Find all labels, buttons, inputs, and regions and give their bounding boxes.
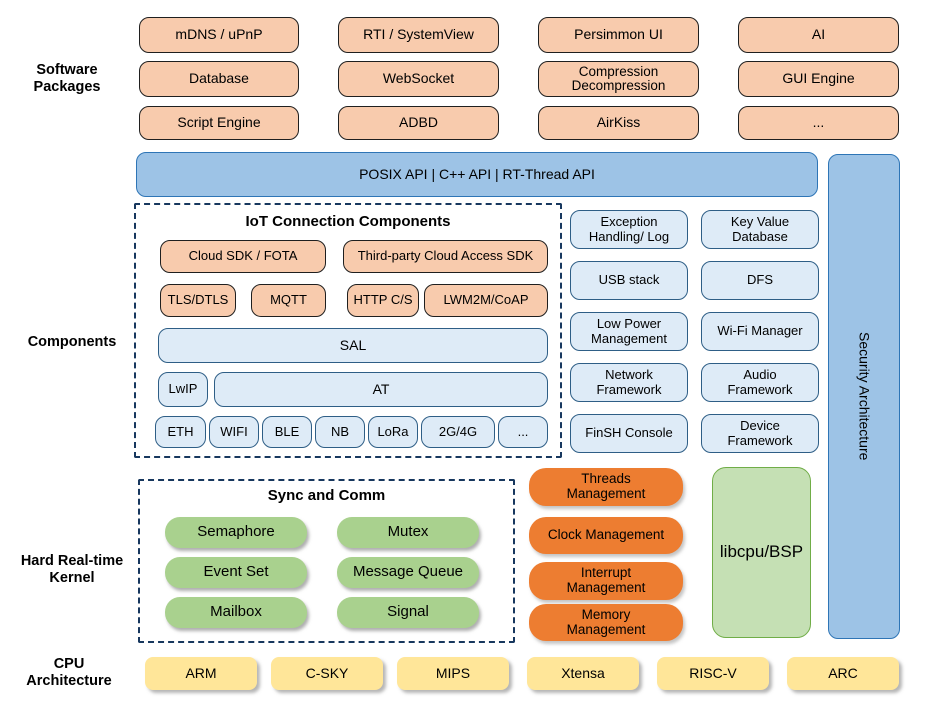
cpu-arc: ARC <box>787 657 899 690</box>
iot-tls-dtls: TLS/DTLS <box>160 284 236 317</box>
package-more: ... <box>738 106 899 140</box>
section-label-software-packages: Software Packages <box>33 62 101 96</box>
cpu-mips: MIPS <box>397 657 509 690</box>
component-wifi-manager: Wi-Fi Manager <box>701 312 819 351</box>
iot-connection-components-box <box>134 203 562 458</box>
package-mdns-upnp: mDNS / uPnP <box>139 17 299 53</box>
iot-lwm2m-coap: LWM2M/CoAP <box>424 284 548 317</box>
package-compression: Compression Decompression <box>538 61 699 97</box>
section-label-cpu-architecture: CPU Architecture <box>26 656 112 690</box>
sync-and-comm-title: Sync and Comm <box>267 487 386 504</box>
iot-link-more: ... <box>498 416 548 448</box>
package-rti-systemview: RTI / SystemView <box>338 17 499 53</box>
api-bar: POSIX API | C++ API | RT-Thread API <box>136 152 818 197</box>
component-network-framework: Network Framework <box>570 363 688 402</box>
component-device-framework: Device Framework <box>701 414 819 453</box>
component-low-power-management: Low Power Management <box>570 312 688 351</box>
package-gui-engine: GUI Engine <box>738 61 899 97</box>
iot-cloud-sdk-fota: Cloud SDK / FOTA <box>160 240 326 273</box>
package-adbd: ADBD <box>338 106 499 140</box>
sync-and-comm-box <box>138 479 515 643</box>
component-finsh-console: FinSH Console <box>570 414 688 453</box>
cpu-arm: ARM <box>145 657 257 690</box>
iot-link-ble: BLE <box>262 416 312 448</box>
security-architecture-bar: Security Architecture <box>828 154 900 639</box>
iot-lwip: LwIP <box>158 372 208 407</box>
cpu-c-sky: C-SKY <box>271 657 383 690</box>
iot-link-lora: LoRa <box>368 416 418 448</box>
kernel-memory-management: Memory Management <box>529 604 683 641</box>
iot-at-layer: AT <box>214 372 548 407</box>
iot-connection-components-title: IoT Connection Components <box>245 213 451 230</box>
package-ai: AI <box>738 17 899 53</box>
component-key-value-database: Key Value Database <box>701 210 819 249</box>
iot-link-2g4g: 2G/4G <box>421 416 495 448</box>
package-script-engine: Script Engine <box>139 106 299 140</box>
kernel-message-queue: Message Queue <box>337 557 479 588</box>
iot-sal-layer: SAL <box>158 328 548 363</box>
kernel-event-set: Event Set <box>165 557 307 588</box>
iot-link-wifi: WIFI <box>209 416 259 448</box>
component-audio-framework: Audio Framework <box>701 363 819 402</box>
package-websocket: WebSocket <box>338 61 499 97</box>
cpu-xtensa: Xtensa <box>527 657 639 690</box>
kernel-interrupt-management: Interrupt Management <box>529 562 683 600</box>
section-label-kernel: Hard Real-time Kernel <box>20 553 124 587</box>
component-usb-stack: USB stack <box>570 261 688 300</box>
libcpu-bsp-box: libcpu/BSP <box>712 467 811 638</box>
iot-link-eth: ETH <box>155 416 206 448</box>
component-exception-handling-log: Exception Handling/ Log <box>570 210 688 249</box>
kernel-mailbox: Mailbox <box>165 597 307 628</box>
kernel-signal: Signal <box>337 597 479 628</box>
kernel-mutex: Mutex <box>337 517 479 548</box>
iot-thirdparty-cloud-sdk: Third-party Cloud Access SDK <box>343 240 548 273</box>
iot-link-nb: NB <box>315 416 365 448</box>
iot-mqtt: MQTT <box>251 284 326 317</box>
cpu-risc-v: RISC-V <box>657 657 769 690</box>
kernel-threads-management: Threads Management <box>529 468 683 506</box>
package-persimmon-ui: Persimmon UI <box>538 17 699 53</box>
kernel-clock-management: Clock Management <box>529 517 683 554</box>
section-label-components: Components <box>27 334 117 350</box>
iot-http-cs: HTTP C/S <box>347 284 419 317</box>
package-database: Database <box>139 61 299 97</box>
kernel-semaphore: Semaphore <box>165 517 307 548</box>
package-airkiss: AirKiss <box>538 106 699 140</box>
component-dfs: DFS <box>701 261 819 300</box>
